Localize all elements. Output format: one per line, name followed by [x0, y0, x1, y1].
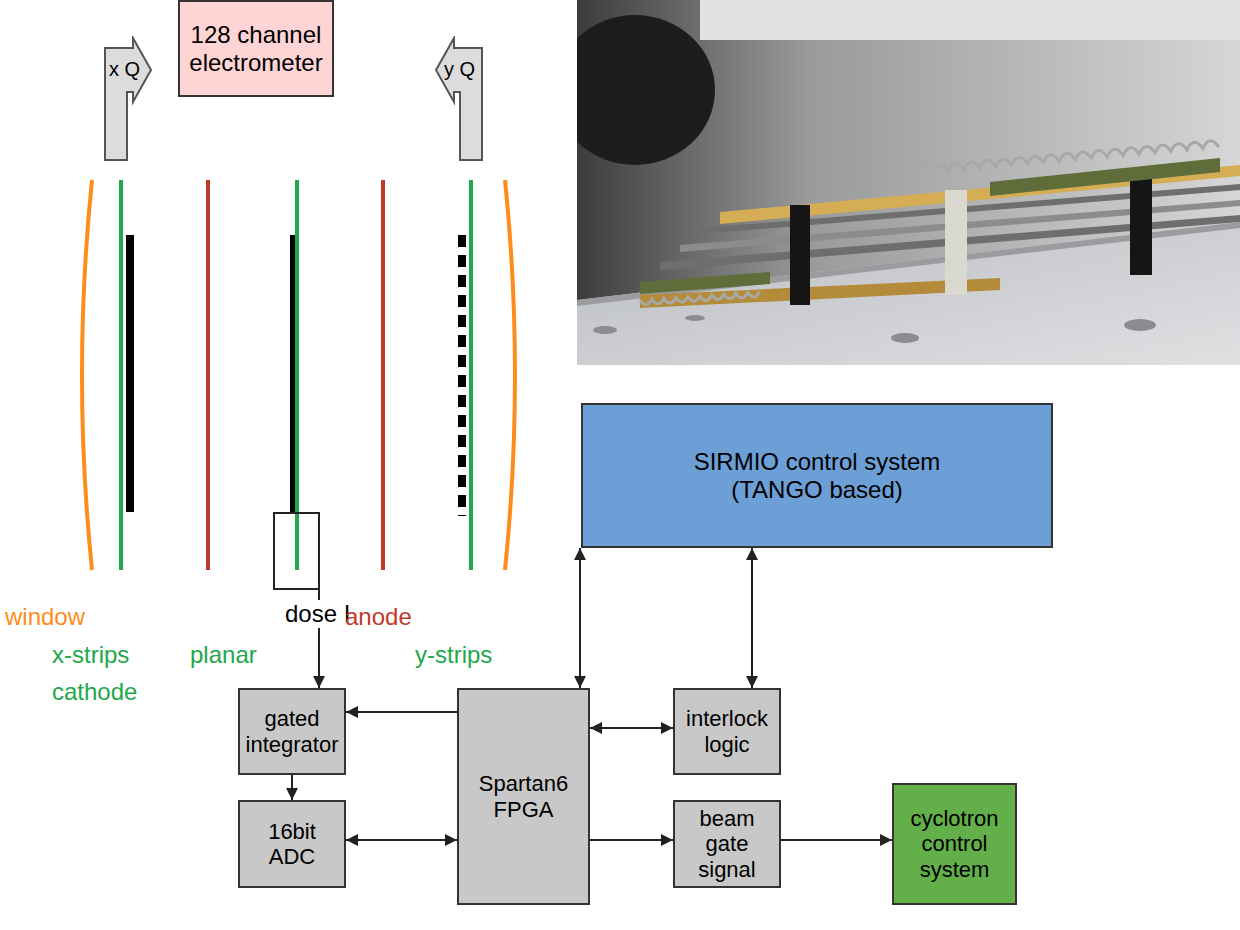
- signal-arrow: [751, 548, 753, 688]
- process-box: gated integrator: [238, 688, 346, 775]
- block-arrow-shape: [434, 36, 484, 162]
- process-box: beam gate signal: [673, 800, 781, 888]
- wires: [899, 140, 1218, 175]
- signal-arrow: [291, 775, 293, 800]
- electrometer-box: 128 channel electrometer: [178, 0, 334, 97]
- strip-plane: [119, 180, 123, 570]
- node-text: Spartan6 FPGA: [462, 771, 585, 822]
- node-text: gated integrator: [243, 706, 341, 757]
- block-arrow-outline: [105, 38, 151, 160]
- window-foil: [82, 180, 92, 570]
- block-arrow-shape: [103, 36, 153, 162]
- plate-hole: [593, 326, 617, 334]
- anode-plane: [381, 180, 385, 570]
- photo: [577, 0, 1240, 365]
- standoff: [945, 190, 967, 295]
- part-label: planar: [190, 641, 257, 669]
- strip-plane: [469, 180, 473, 570]
- node-text: x Q: [109, 58, 140, 81]
- external-system-box: cyclotron control system: [892, 783, 1017, 905]
- window-foil: [505, 180, 515, 570]
- part-label: window: [5, 603, 85, 631]
- node-text: 16bit ADC: [243, 819, 341, 870]
- segmented-strips: [458, 235, 466, 516]
- charge-arrow: y Q: [434, 36, 484, 162]
- anode-plane: [206, 180, 210, 570]
- part-label: cathode: [52, 678, 137, 706]
- signal-arrow: [579, 548, 581, 688]
- part-label: anode: [345, 603, 412, 631]
- signal-arrow: [590, 727, 673, 729]
- dose-pickup-box: dose I: [273, 512, 320, 590]
- process-box: interlock logic: [673, 688, 781, 775]
- signal-arrow: [781, 839, 892, 841]
- signal-arrow: [346, 711, 457, 713]
- photo-wall: [700, 0, 1240, 40]
- node-text: beam gate signal: [678, 806, 776, 882]
- standoff: [1130, 170, 1152, 275]
- block-arrow-outline: [436, 38, 482, 160]
- signal-arrow: [346, 839, 457, 841]
- part-label: y-strips: [415, 641, 492, 669]
- node-text: 128 channel electrometer: [183, 21, 329, 76]
- part-label: x-strips: [52, 641, 129, 669]
- node-text: cyclotron control system: [897, 806, 1012, 882]
- node-text: interlock logic: [678, 706, 776, 757]
- process-box: 16bit ADC: [238, 800, 346, 888]
- fpga-box: Spartan6 FPGA: [457, 688, 590, 905]
- control-system-box: SIRMIO control system (TANGO based): [581, 403, 1053, 548]
- photo-object: [577, 15, 715, 165]
- connector: [990, 158, 1220, 196]
- node-text: SIRMIO control system (TANGO based): [667, 448, 967, 503]
- connector: [640, 272, 770, 294]
- wires: [640, 292, 760, 305]
- plate-hole: [891, 333, 919, 343]
- plate-hole: [1124, 319, 1156, 331]
- charge-arrow: x Q: [103, 36, 153, 162]
- strip-electrode: [126, 235, 134, 512]
- plate-hole: [685, 315, 705, 321]
- signal-arrow: [590, 839, 673, 841]
- node-text: dose I: [283, 600, 352, 628]
- standoff: [790, 205, 810, 305]
- node-text: y Q: [444, 58, 475, 81]
